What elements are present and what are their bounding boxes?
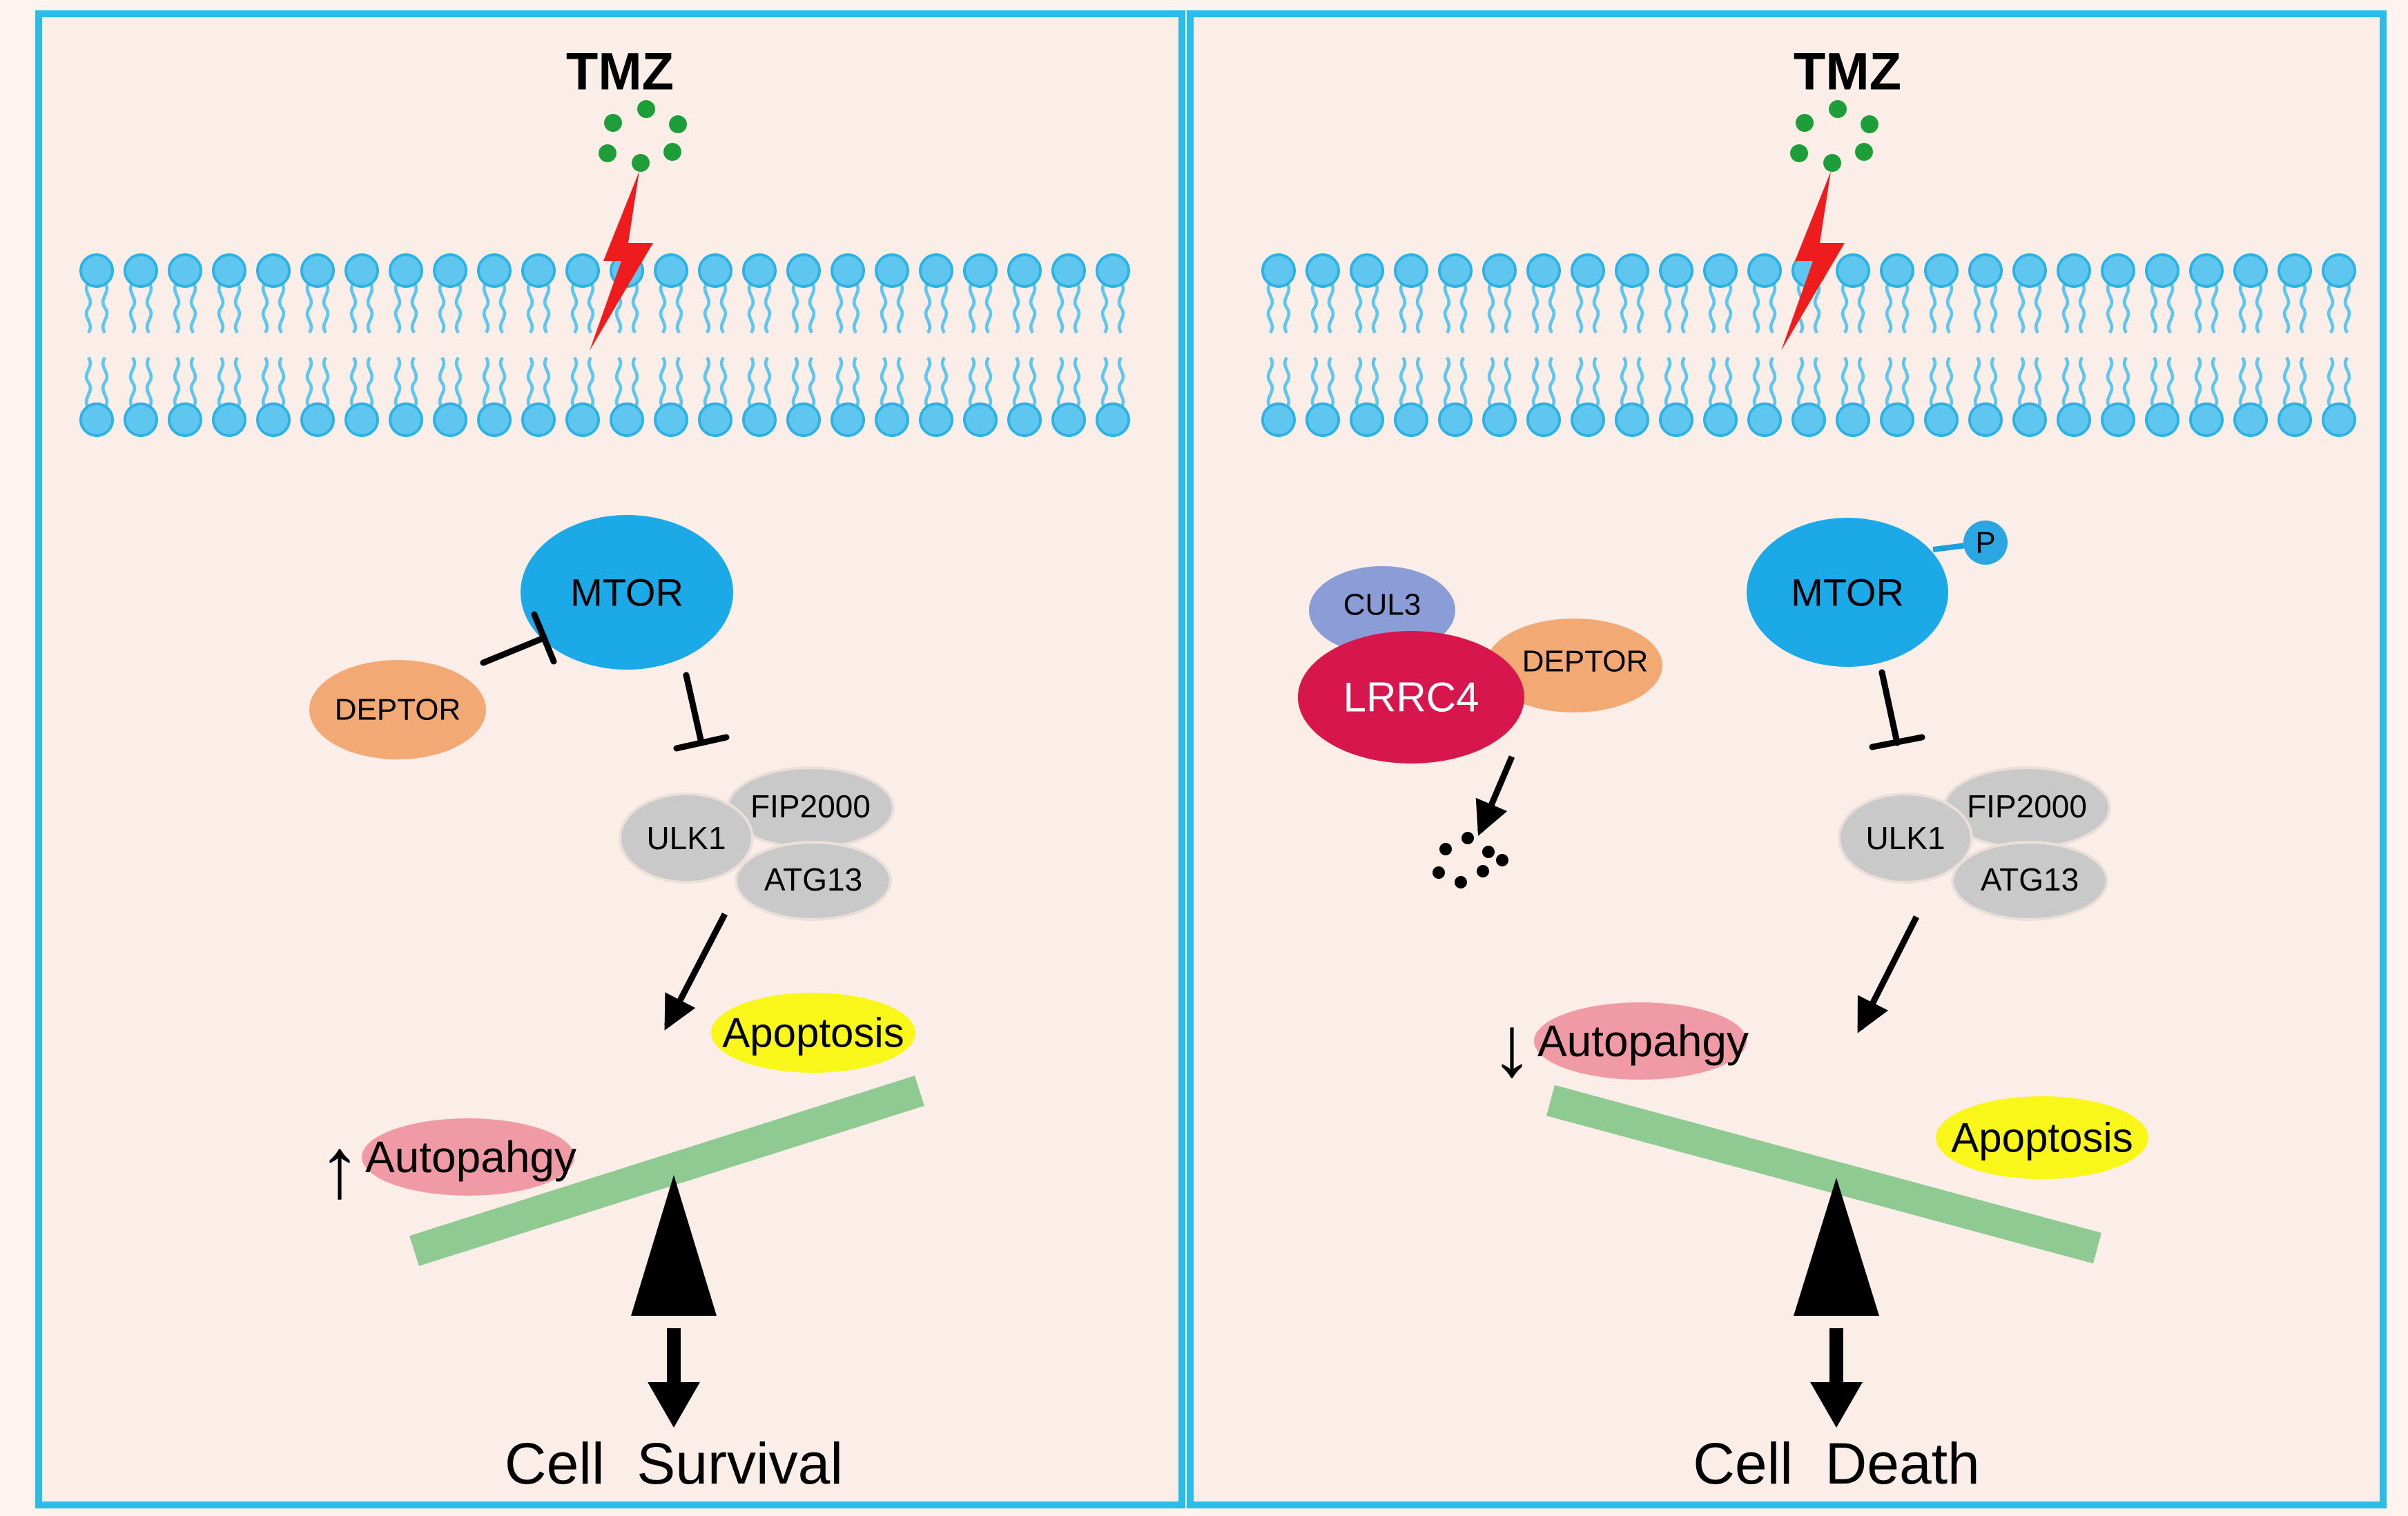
atg13-node — [1951, 841, 2108, 921]
fip2000-label: FIP2000 — [1967, 788, 2087, 824]
phospho-label: P — [1975, 526, 1995, 560]
activation-arrow — [1856, 915, 1920, 1033]
deptor-node — [309, 660, 486, 759]
apoptosis-label: Apoptosis — [722, 1010, 904, 1056]
ulk1-label: ULK1 — [646, 820, 726, 856]
phospho-mark: P — [1932, 521, 2008, 565]
panel-right: TMZ CUL3 DEPTOR LRRC4 MTOR P — [1187, 10, 2387, 1508]
tmz-molecules-icon — [1790, 100, 1878, 172]
panel-right-box — [1187, 10, 2387, 1508]
outcome-arrow — [1810, 1328, 1863, 1428]
seesaw-plank — [1546, 1085, 2101, 1264]
deptor-label: DEPTOR — [1522, 645, 1649, 679]
mtor-node — [521, 515, 733, 670]
panel-left: TMZ MTOR DEPTOR FIP2000 ATG13 ULK1 Apopt… — [35, 10, 1185, 1508]
inhibition-deptor-mtor — [480, 611, 557, 666]
seesaw-fulcrum — [631, 1175, 717, 1316]
seesaw-plank — [409, 1076, 924, 1266]
lightning-icon — [1781, 171, 1845, 351]
ulk1-node — [619, 793, 754, 884]
phospho-node — [1963, 521, 2008, 565]
mtor-label: MTOR — [570, 571, 683, 614]
apoptosis-label: Apoptosis — [1951, 1115, 2133, 1161]
autophagy-node — [362, 1118, 574, 1196]
deptor-label: DEPTOR — [335, 693, 461, 727]
inhibition-mtor-ulk1 — [1869, 669, 1925, 750]
activation-arrow — [664, 912, 728, 1031]
fip2000-label: FIP2000 — [750, 788, 871, 824]
mtor-node — [1747, 518, 1948, 667]
degradation-dots-icon — [1433, 832, 1508, 888]
tmz-label: TMZ — [1794, 43, 1901, 101]
seesaw-fulcrum — [1794, 1178, 1879, 1316]
ulk1-node — [1838, 793, 1973, 884]
tmz-molecules-icon — [599, 100, 687, 172]
lrrc4-label: LRRC4 — [1343, 674, 1479, 721]
ulk1-label: ULK1 — [1865, 820, 1945, 856]
autophagy-up-arrow: ↑ — [318, 1120, 361, 1216]
autophagy-label: Autopahgy — [365, 1132, 576, 1182]
atg13-node — [735, 841, 892, 921]
lightning-icon — [590, 171, 653, 351]
apoptosis-node — [1936, 1096, 2148, 1179]
cul3-label: CUL3 — [1343, 588, 1421, 622]
deptor-node — [1486, 619, 1662, 712]
degradation-arrow — [1475, 755, 1515, 836]
mtor-label: MTOR — [1791, 571, 1904, 614]
lrrc4-node — [1298, 631, 1524, 764]
outcome-label: Cell Survival — [505, 1431, 843, 1496]
atg13-label: ATG13 — [1981, 862, 2079, 897]
autophagy-down-arrow: ↓ — [1491, 999, 1533, 1094]
panel-left-box — [35, 10, 1185, 1508]
outcome-label: Cell Death — [1693, 1431, 1980, 1496]
tmz-label: TMZ — [566, 43, 674, 101]
autophagy-node — [1534, 1002, 1747, 1080]
outcome-arrow — [648, 1328, 700, 1428]
atg13-label: ATG13 — [764, 862, 862, 897]
inhibition-mtor-ulk1 — [673, 672, 730, 752]
cell-membrane — [75, 251, 1135, 439]
apoptosis-node — [711, 993, 915, 1073]
autophagy-label: Autopahgy — [1537, 1016, 1749, 1066]
